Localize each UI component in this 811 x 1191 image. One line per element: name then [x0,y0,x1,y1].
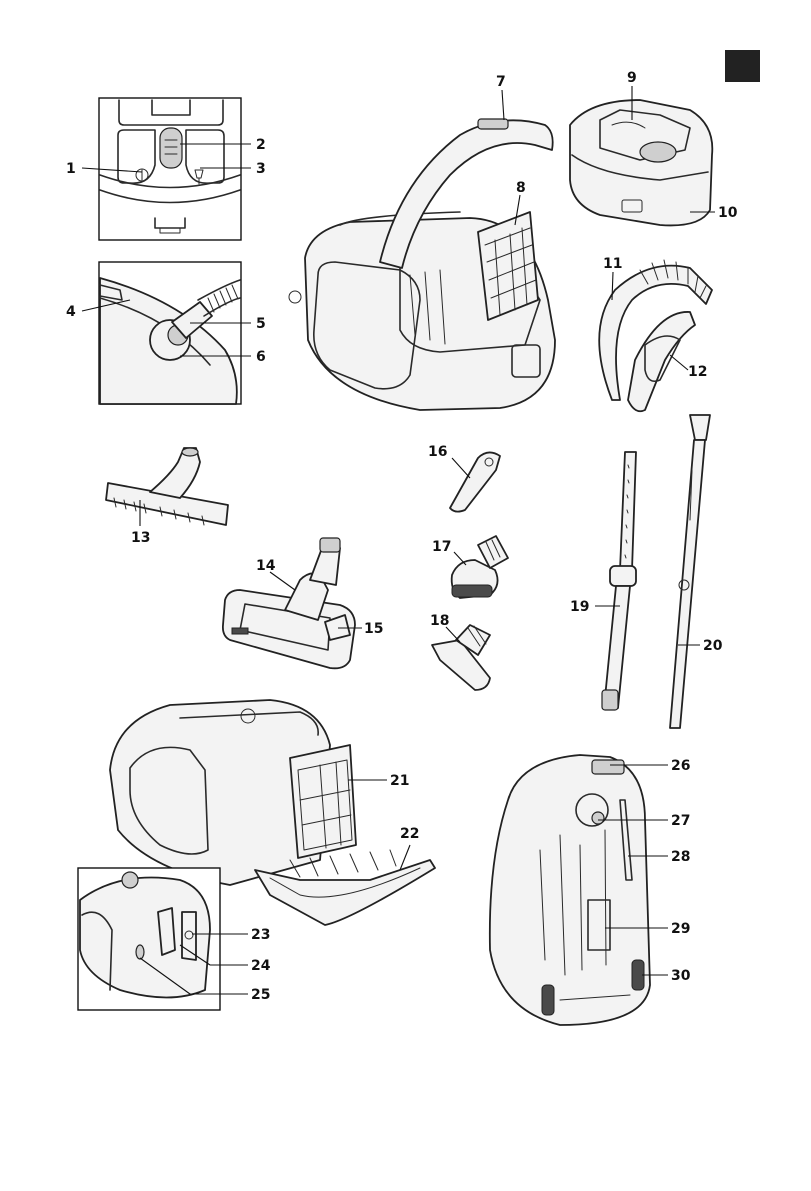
callout-14: 14 [256,558,276,574]
callout-20: 20 [703,638,723,654]
callout-3: 3 [256,161,266,177]
callout-5: 5 [256,316,266,332]
callout-25: 25 [251,987,270,1003]
hose-and-handle [598,259,713,413]
callout-22: 22 [400,826,419,842]
crevice-nozzle [449,451,501,513]
callout-28: 28 [671,849,690,865]
leader-lines [81,86,715,995]
inset-side-detail [77,867,221,1011]
callout-16: 16 [428,444,447,460]
callout-19: 19 [570,599,589,615]
callout-12: 12 [688,364,707,380]
combi-nozzle [221,537,356,670]
callout-27: 27 [671,813,690,829]
callout-23: 23 [251,927,270,943]
callout-29: 29 [671,921,690,937]
callout-9: 9 [627,70,637,86]
inset-hose-connection [98,261,242,405]
callout-8: 8 [516,180,526,196]
callout-21: 21 [390,773,409,789]
callout-30: 30 [671,968,691,984]
language-tab [725,50,760,82]
vacuum-body-open [288,118,556,411]
bag-holder [569,99,714,227]
telescopic-tube-19 [601,451,637,711]
callout-18: 18 [430,613,449,629]
rear-view-filter [109,699,436,926]
inset-control-buttons [98,97,242,241]
callout-6: 6 [256,349,266,365]
callout-1: 1 [66,161,76,177]
callout-15: 15 [364,621,383,637]
tube-20 [669,414,711,729]
dusting-brush [450,535,509,599]
callout-7: 7 [496,74,506,90]
bottom-view [488,754,651,1026]
callout-2: 2 [256,137,266,153]
floor-nozzle [105,447,229,526]
callout-26: 26 [671,758,690,774]
upholstery-nozzle [431,624,491,691]
callout-24: 24 [251,958,271,974]
callout-11: 11 [603,256,622,272]
callout-labels: 1 2 3 4 5 6 7 8 9 10 11 12 13 14 15 16 1… [66,70,738,1003]
callout-4: 4 [66,304,76,320]
callout-13: 13 [131,530,150,546]
callout-17: 17 [432,539,451,555]
callout-10: 10 [718,205,738,221]
